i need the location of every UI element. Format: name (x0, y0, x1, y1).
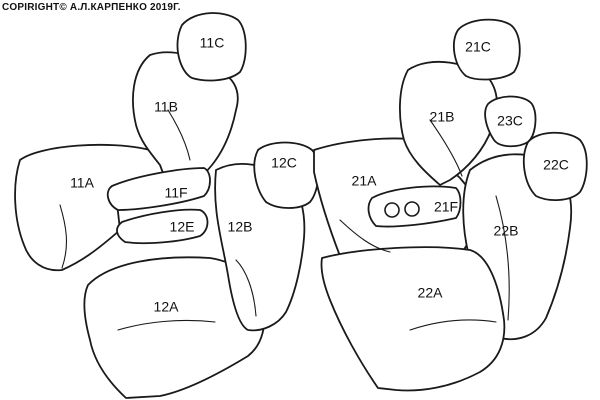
headrest-21c (452, 18, 521, 81)
label-23c: 23C (497, 113, 523, 129)
label-22a: 22A (418, 285, 444, 301)
seat-cushion-12a (83, 256, 266, 399)
crease-line (429, 119, 463, 177)
copyright-notice: COPIRIGHT© А.Л.КАРПЕНКО 2019Г. (2, 2, 181, 13)
crease-line (117, 319, 216, 331)
headrest-12c (253, 141, 320, 209)
label-12e: 12E (170, 219, 195, 235)
cup-holder (384, 202, 400, 218)
seat-cushion-11a (14, 143, 171, 272)
label-21b: 21B (430, 109, 455, 125)
armrest-pad-11f (106, 167, 211, 211)
crease-line (339, 219, 391, 253)
crease-line (495, 195, 510, 321)
label-21c: 21C (465, 39, 491, 55)
headrest-22c (522, 131, 588, 201)
label-22b: 22B (494, 223, 519, 239)
label-12b: 12B (228, 219, 253, 235)
label-21a: 21A (352, 173, 378, 189)
label-11b: 11B (154, 99, 178, 115)
crease-line (167, 109, 191, 161)
label-11c: 11C (200, 35, 225, 51)
label-11a: 11A (70, 175, 95, 191)
label-21f: 21F (434, 199, 458, 215)
bench-cushion-22a (320, 246, 506, 392)
crease-line (59, 204, 67, 269)
label-11f: 11F (164, 185, 187, 201)
cup-holder (404, 201, 420, 217)
label-22c: 22C (543, 157, 569, 173)
headrest-11c (176, 12, 247, 82)
crease-line (235, 259, 257, 317)
armrest-pad-12e (116, 208, 209, 245)
crease-line (409, 319, 497, 331)
label-12c: 12C (271, 155, 297, 171)
label-12a: 12A (154, 299, 180, 315)
